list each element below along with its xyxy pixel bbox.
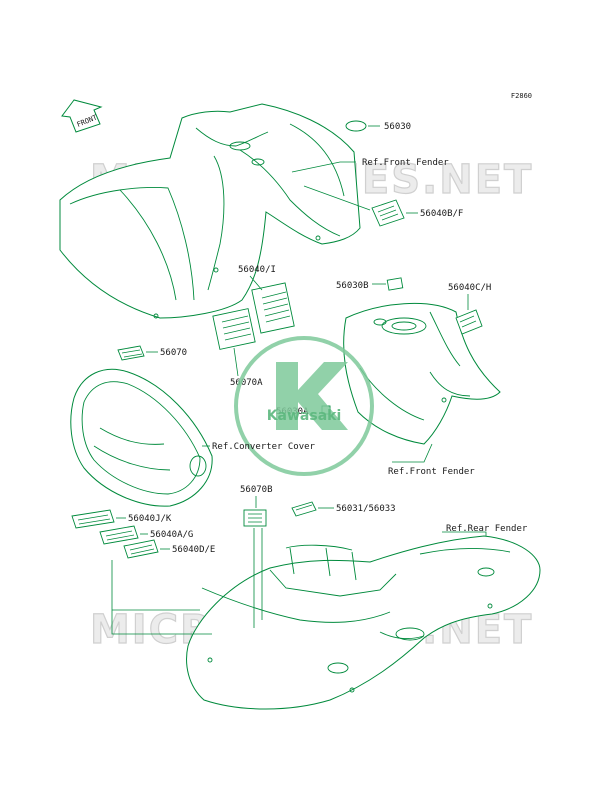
front-arrow-icon: FRONT	[61, 99, 103, 133]
decal-56040i	[251, 282, 295, 334]
decal-56070	[117, 345, 145, 361]
label-ref-front-fender-top: Ref.Front Fender	[362, 158, 449, 168]
label-56070a: 56070A	[230, 378, 263, 388]
label-56040ag: 56040A/G	[150, 530, 193, 540]
decal-56031-56033	[291, 501, 317, 517]
label-56040de: 56040D/E	[172, 545, 215, 555]
kawasaki-logo: Kawasaki	[234, 336, 374, 476]
converter-cover	[70, 368, 213, 507]
label-56031-56033: 56031/56033	[336, 504, 396, 514]
decal-56040ag	[99, 525, 139, 545]
label-ref-front-fender-mid: Ref.Front Fender	[388, 467, 475, 477]
logo-text: Kawasaki	[267, 408, 342, 424]
label-56030: 56030	[384, 122, 411, 132]
rear-fender	[186, 535, 541, 710]
label-56040ch: 56040C/H	[448, 283, 491, 293]
label-ref-converter-cover: Ref.Converter Cover	[212, 442, 316, 452]
decal-56030	[345, 120, 367, 132]
label-56040bf: 56040B/F	[420, 209, 463, 219]
label-56070: 56070	[160, 348, 187, 358]
label-56070b: 56070B	[240, 485, 273, 495]
decal-56040bf	[371, 199, 405, 227]
front-fender-top	[59, 103, 361, 319]
label-56030b: 56030B	[336, 281, 369, 291]
decal-56040de	[123, 539, 159, 559]
label-56040jk: 56040J/K	[128, 514, 172, 524]
decal-56040ch	[455, 309, 483, 335]
label-ref-rear-fender: Ref.Rear Fender	[446, 524, 528, 534]
front-fender-mid	[343, 303, 501, 445]
decal-56030b	[386, 277, 404, 291]
decal-56040jk	[71, 509, 115, 529]
label-56040i: 56040/I	[238, 265, 276, 275]
diagram-code: F2860	[511, 92, 532, 100]
decal-56070a	[212, 308, 256, 350]
decal-56070b	[243, 509, 267, 527]
